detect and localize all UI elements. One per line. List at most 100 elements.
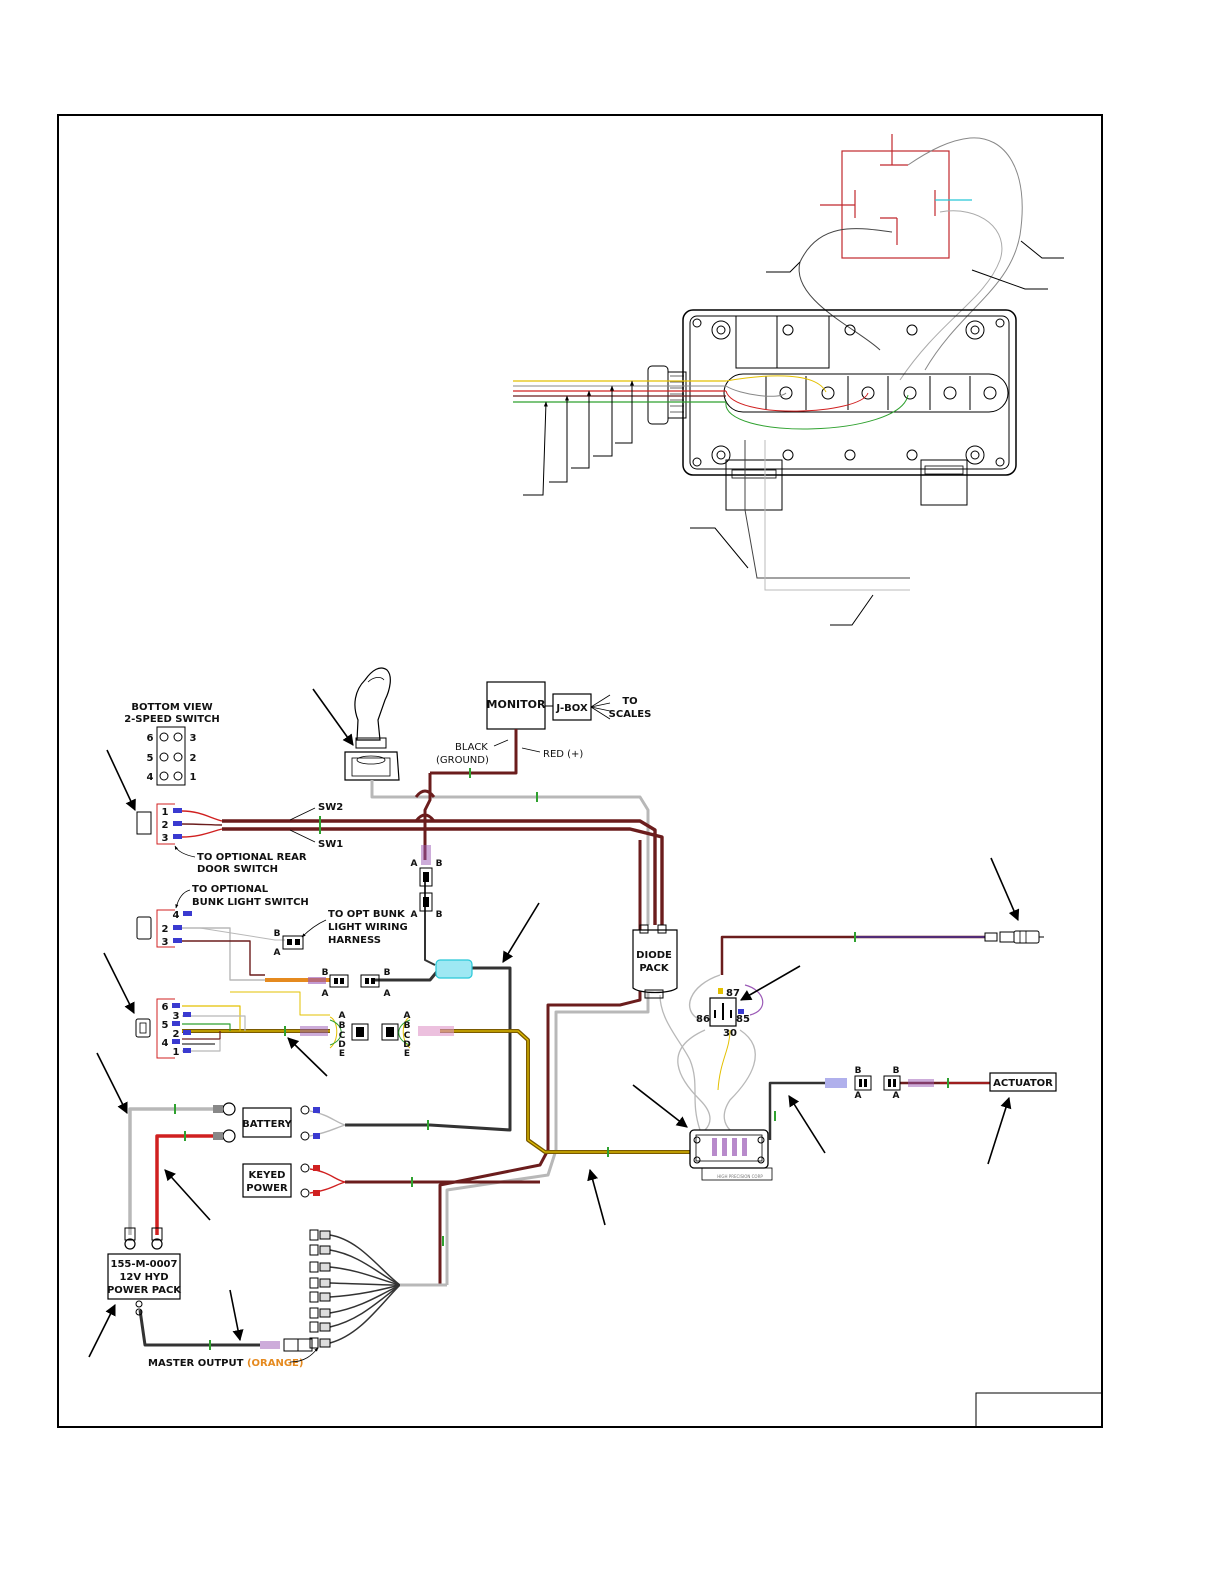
battery-box (242, 1107, 292, 1138)
diode-pack: DIODE PACK (632, 924, 678, 999)
lower-switch-pin-1: 1 (173, 1047, 180, 1058)
switch-pin-3: 3 (190, 733, 197, 744)
bunk-inline-connector: B A B A (308, 959, 473, 999)
door-switch-label: DOOR SWITCH (197, 864, 278, 875)
joy-conn-a-1: A (411, 859, 418, 869)
battery-keyed-power: BATTERY KEYED POWER (213, 1102, 320, 1198)
diode-label: DIODE (636, 950, 672, 961)
monitor-jbox: MONITOR J-BOX TO SCALES BLACK (GROUND) R… (436, 681, 652, 766)
relay-pin-85: 85 (736, 1014, 750, 1025)
bunk-switch-pin-2: 2 (162, 924, 169, 935)
right-conn-d: D (403, 1040, 410, 1050)
monitor-label: MONITOR (487, 698, 546, 711)
relay-pin-30: 30 (723, 1028, 737, 1039)
actuator: B A B A ACTUATOR (825, 1066, 1057, 1101)
switch-pin-4: 4 (147, 772, 154, 783)
keyed-power-box (242, 1163, 292, 1198)
black-label: BLACK (455, 742, 488, 753)
switch-pin-5: 5 (147, 753, 154, 764)
right-conn-c: C (404, 1031, 411, 1041)
light-wiring-label: LIGHT WIRING (328, 922, 408, 933)
bunk-inline-a-2: A (384, 989, 391, 999)
left-conn-b: B (339, 1021, 346, 1031)
rear-door-switch: 1 2 3 (136, 803, 182, 845)
left-conn-e: E (339, 1049, 345, 1059)
act-conn-b-2: B (893, 1066, 900, 1076)
harness-wires (128, 729, 990, 1347)
bunk-switch-pin-3: 3 (162, 937, 169, 948)
to-scales-label-2: SCALES (609, 709, 652, 720)
power-pack-part-number: 155-M-0007 (111, 1259, 178, 1270)
bunk-harness-connector: B A (274, 929, 304, 958)
sw2-label: SW2 (318, 802, 343, 813)
act-conn-a-1: A (855, 1091, 862, 1101)
rear-switch-pin-3: 3 (162, 833, 169, 844)
bunk-inline-a-1: A (322, 989, 329, 999)
lower-switch-pin-2: 2 (173, 1029, 180, 1040)
joy-conn-b-1: B (436, 859, 443, 869)
right-conn-e: E (404, 1049, 410, 1059)
lower-switch-pin-3: 3 (173, 1011, 180, 1022)
actuator-label: ACTUATOR (993, 1078, 1053, 1089)
splice-marks (174, 768, 949, 1350)
bunk-light-switch-label: BUNK LIGHT SWITCH (192, 897, 309, 908)
fuse-block-maker-text: HIGH PRECISION CORP (717, 1174, 763, 1179)
battery-label: BATTERY (242, 1119, 292, 1130)
bunk-light-switch: 4 2 3 (136, 909, 192, 948)
keyed-label: KEYED (249, 1170, 286, 1181)
sw1-label: SW1 (318, 839, 343, 850)
rear-switch-pin-1: 1 (162, 807, 169, 818)
actuator-box (989, 1072, 1057, 1092)
pack-label: PACK (639, 963, 669, 974)
to-opt-bunk-label: TO OPT BUNK (328, 909, 406, 920)
hyd-power-pack: 155-M-0007 12V HYD POWER PACK MASTER OUT… (107, 1227, 319, 1369)
relay-pin-86: 86 (696, 1014, 710, 1025)
lower-switch: 6 3 5 2 4 1 (135, 998, 191, 1059)
lower-switch-pin-5: 5 (162, 1020, 169, 1031)
rear-switch-pin-2: 2 (162, 820, 169, 831)
relay-schematic (766, 134, 1064, 381)
act-conn-a-2: A (893, 1091, 900, 1101)
wire-crossovers (414, 789, 436, 822)
power-pack-box (107, 1253, 181, 1300)
red-plus-label: RED (+) (543, 749, 583, 760)
switch-pin-1: 1 (190, 772, 197, 783)
power-label: POWER (246, 1183, 288, 1194)
fanout-connectors (309, 1229, 331, 1349)
master-output-color-text: (ORANGE) (247, 1358, 304, 1369)
left-conn-d: D (338, 1040, 345, 1050)
bunk-conn-a: A (274, 948, 281, 958)
joystick-controller (312, 667, 400, 781)
left-conn-c: C (339, 1031, 346, 1041)
to-optional-label: TO OPTIONAL (192, 884, 269, 895)
enclosure-box (513, 309, 1017, 626)
right-conn-a: A (404, 1011, 411, 1021)
drawing-frame (57, 114, 1103, 1428)
lower-switch-pin-4: 4 (162, 1038, 169, 1049)
master-output-text: MASTER OUTPUT (148, 1358, 244, 1369)
to-scales-label-1: TO (622, 696, 637, 707)
bottom-view-label: BOTTOM VIEW (131, 702, 212, 713)
title-block-corner (975, 1392, 1103, 1428)
master-output-label: MASTER OUTPUT (ORANGE) (148, 1358, 303, 1369)
relay-pin-87: 87 (726, 988, 740, 999)
right-sensor-connector (984, 930, 1044, 944)
switch-pin-2: 2 (190, 753, 197, 764)
bunk-conn-b: B (274, 929, 281, 939)
relay-socket: 87 86 85 30 (696, 988, 750, 1039)
harness-label: HARNESS (328, 935, 381, 946)
power-pack-voltage: 12V HYD (119, 1272, 168, 1283)
left-conn-a: A (339, 1011, 346, 1021)
to-optional-rear-label: TO OPTIONAL REAR (197, 852, 307, 863)
callout-arrows (88, 749, 1020, 1358)
power-pack-label: POWER PACK (107, 1285, 182, 1296)
bunk-inline-b-2: B (384, 968, 391, 978)
joystick-connector: A B A B (411, 845, 443, 920)
fuse-block: HIGH PRECISION CORP (689, 1129, 773, 1181)
right-conn-b: B (404, 1021, 411, 1031)
bunk-inline-b-1: B (322, 968, 329, 978)
two-speed-switch: BOTTOM VIEW 2-SPEED SWITCH 6 3 5 2 4 1 (124, 702, 220, 786)
joy-conn-b-2: B (436, 910, 443, 920)
two-speed-switch-label: 2-SPEED SWITCH (124, 714, 220, 725)
